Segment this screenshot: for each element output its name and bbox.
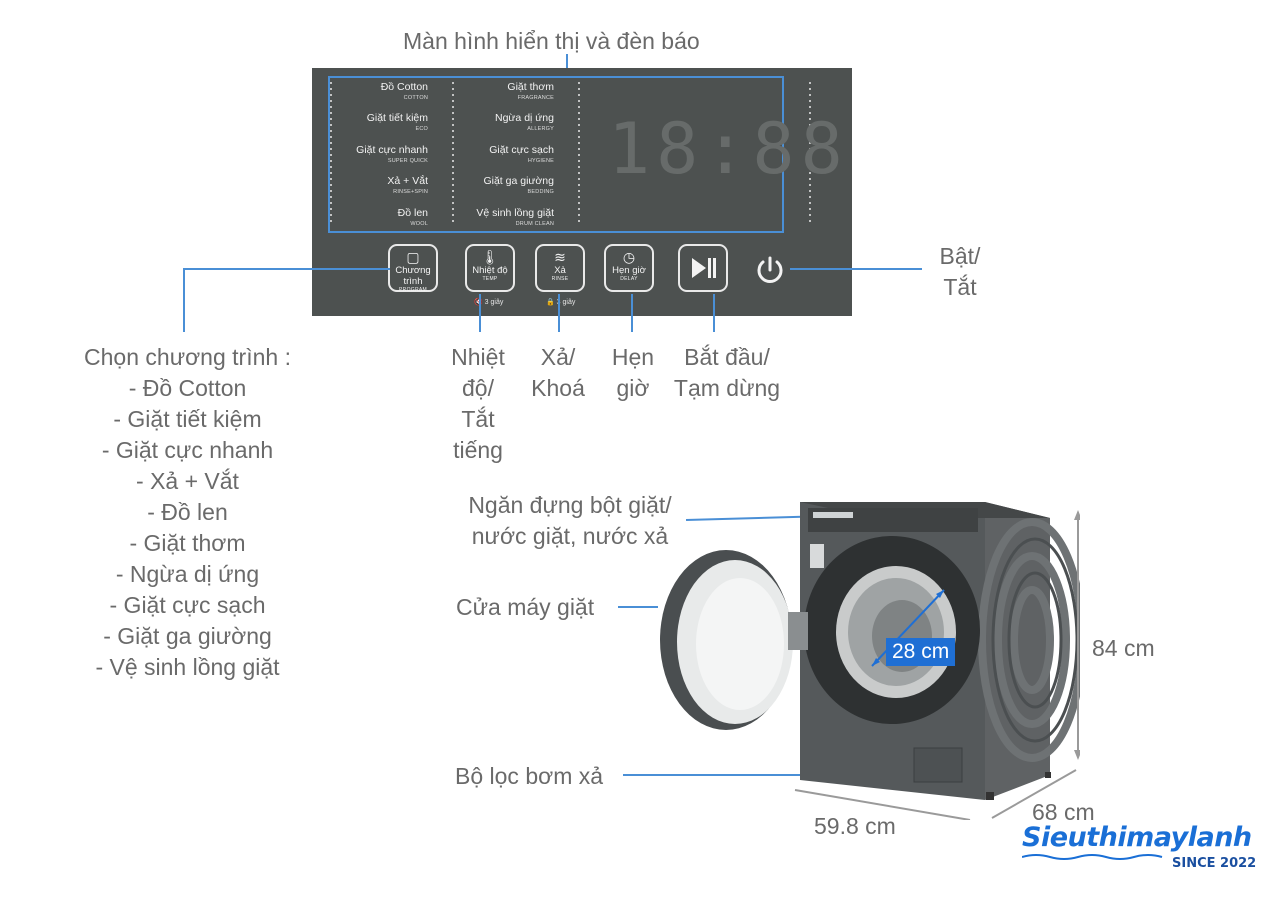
temp-button[interactable]: 🌡 Nhiệt độ TEMP <box>465 244 515 292</box>
start-leader-line <box>713 294 715 332</box>
logo-wave-icon <box>1022 854 1163 860</box>
filter-label: Bộ lọc bơm xả <box>455 763 604 789</box>
filter-cover <box>913 747 963 783</box>
display-highlight-box <box>328 76 784 233</box>
power-label: Bật/Tắt <box>939 243 981 300</box>
door-label: Cửa máy giặt <box>456 594 595 620</box>
delay-button[interactable]: ◷ Hẹn giờ DELAY <box>604 244 654 292</box>
display-title: Màn hình hiển thị và đèn báo <box>403 28 700 54</box>
power-button[interactable] <box>752 252 788 288</box>
drum-size-label: 28 cm <box>886 638 956 666</box>
program-leader-line-h <box>183 268 390 270</box>
program-leader-line-v <box>183 268 185 332</box>
start-pause-button[interactable] <box>678 244 728 292</box>
indicator-dots-mid <box>452 82 455 226</box>
height-dimension-label: 84 cm <box>1092 635 1155 661</box>
program-list-label: Chọn chương trình : - Đồ Cotton - Giặt t… <box>84 344 291 680</box>
width-dimension-label: 59.8 cm <box>814 813 896 839</box>
temp-hold-hint: 🔇 3 giây <box>474 299 504 306</box>
brand-logo: Sieuthimaylanh SINCE 2022 <box>1022 822 1257 871</box>
delay-leader-line <box>631 294 633 332</box>
play-pause-icon <box>692 258 716 278</box>
start-label: Bắt đầu/Tạm dừng <box>673 344 781 401</box>
program-button[interactable]: ▢ Chương trình PROGRAM <box>388 244 438 293</box>
filter-leader-line <box>623 774 923 776</box>
temp-leader-line <box>479 294 481 332</box>
seven-segment-display: 18:88 <box>608 108 849 190</box>
rinse-hold-hint: 🔒 3 giây <box>546 299 576 306</box>
door-leader-line <box>618 606 658 608</box>
rinse-icon: ≋ <box>554 249 566 265</box>
indicator-dots-right <box>578 82 581 226</box>
thermometer-icon: 🌡 <box>481 249 499 265</box>
clock-icon: ◷ <box>622 249 636 265</box>
washing-machine-illustration <box>660 502 1080 820</box>
program-icon: ▢ <box>406 249 420 265</box>
rinse-button[interactable]: ≋ Xả RINSE <box>535 244 585 292</box>
power-leader-line <box>790 268 922 270</box>
depth-dimension-label: 68 cm <box>1032 799 1095 825</box>
power-icon <box>757 256 783 283</box>
display-leader-line <box>566 54 568 76</box>
detergent-drawer-label: Ngăn đựng bột giặt/nước giặt, nước xả <box>468 492 672 549</box>
rinse-leader-line <box>558 294 560 332</box>
indicator-dots-left <box>330 82 333 226</box>
indicator-dots-far <box>809 82 812 226</box>
rinse-label: Xả/Khoá <box>531 344 585 401</box>
